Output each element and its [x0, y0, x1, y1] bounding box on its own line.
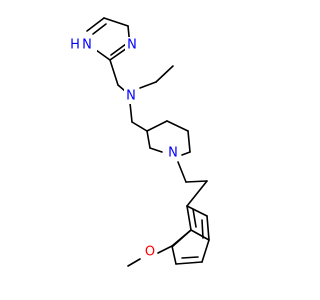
atom-label-o: O	[145, 245, 155, 260]
bond	[129, 102, 133, 123]
bond	[166, 120, 189, 132]
bond	[131, 121, 148, 132]
piperidine-ring	[146, 120, 191, 156]
bond	[86, 17, 105, 32]
atom-imidazole-n: N	[125, 37, 139, 53]
atom-label-n-imidazole: N	[127, 38, 137, 53]
atom-label-n-piperidine: N	[168, 146, 178, 161]
bond	[146, 130, 151, 149]
bond	[109, 59, 119, 86]
bond	[146, 120, 168, 132]
atom-label-h: H	[70, 38, 80, 53]
bond	[206, 215, 210, 241]
atom-label-nh: N	[82, 38, 92, 53]
bond	[192, 208, 197, 228]
bond	[186, 180, 208, 207]
bond	[117, 84, 126, 92]
bond	[103, 17, 129, 27]
bond	[187, 130, 191, 153]
bond	[171, 245, 177, 265]
atom-imidazole-nh: N H	[70, 36, 97, 54]
bond	[92, 23, 107, 35]
structure-diagram: N H N N N O	[70, 17, 210, 267]
bond	[186, 205, 192, 231]
bond	[181, 256, 199, 259]
bond	[127, 258, 141, 267]
bond	[149, 147, 163, 153]
atom-methoxy-o: O	[143, 244, 157, 260]
atom-label-n-amine: N	[126, 89, 136, 104]
atom-piperidine-n: N	[166, 145, 180, 161]
bond	[201, 219, 204, 239]
bond	[139, 81, 157, 89]
bond	[172, 229, 192, 247]
bond	[157, 245, 173, 254]
molecule-canvas: N H N N N O	[70, 17, 210, 267]
bond	[110, 43, 127, 56]
bond	[186, 205, 208, 217]
bond	[185, 180, 208, 183]
bond	[190, 229, 210, 241]
benzene-ring	[171, 180, 210, 265]
bond	[175, 261, 203, 265]
bond	[177, 161, 187, 183]
bond	[155, 65, 174, 83]
bond	[181, 151, 191, 156]
atom-amine-n: N	[124, 88, 138, 104]
bond	[201, 239, 210, 263]
